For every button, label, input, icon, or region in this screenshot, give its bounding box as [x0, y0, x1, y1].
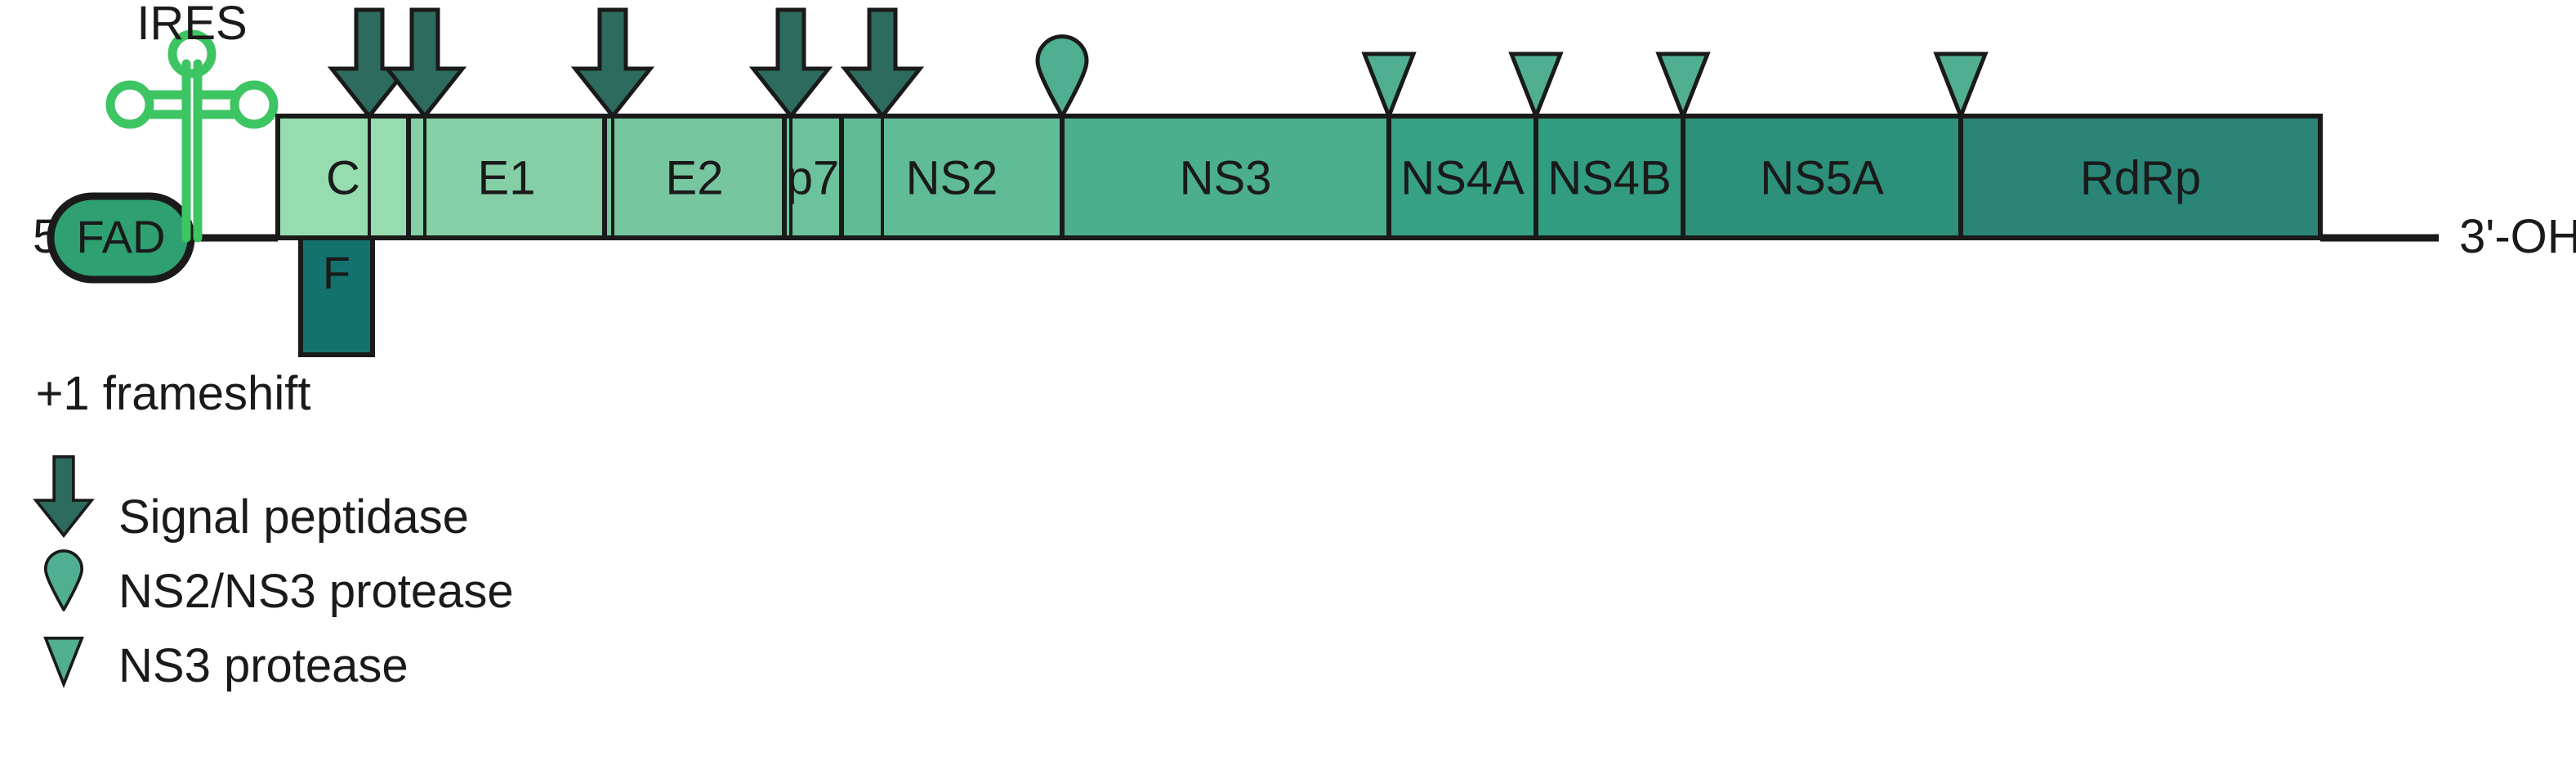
- gene-box-c[interactable]: C: [275, 114, 411, 240]
- gene-box-e1[interactable]: E1: [406, 114, 607, 240]
- signal-peptidase-arrow-4: [840, 7, 925, 120]
- ns3-protease-triangle-7: [1508, 51, 1564, 122]
- ns3-protease-triangle-legend-2: [43, 636, 84, 689]
- gene-label-ns4b: NS4B: [1547, 152, 1672, 205]
- frameshift-rect[interactable]: [298, 235, 375, 357]
- signal-peptidase-arrow-0: [327, 7, 412, 120]
- ns2-ns3-protease-teardrop-5: [1035, 34, 1089, 119]
- gene-label-ns4a: NS4A: [1400, 152, 1525, 205]
- gene-label-ns2: NS2: [906, 152, 998, 205]
- gene-rect-ns4b[interactable]: [1534, 114, 1685, 240]
- fad-cap: FAD: [47, 192, 195, 284]
- ires-stemloop: [105, 29, 279, 243]
- gene-label-e2: E2: [666, 152, 724, 205]
- frameshift-caption: +1 frameshift: [36, 367, 311, 420]
- ns3-protease-triangle-6: [1361, 51, 1417, 122]
- gene-rect-p7[interactable]: [782, 114, 844, 240]
- gene-label-rdrp: RdRp: [2080, 152, 2201, 205]
- legend-label-0: Signal peptidase: [118, 490, 469, 544]
- gene-box-ns4a[interactable]: NS4A: [1386, 114, 1538, 240]
- ires-top-loop: [167, 29, 217, 78]
- terminus-3prime-label: 3'-OH: [2459, 210, 2576, 263]
- gene-box-ns5a[interactable]: NS5A: [1681, 114, 1963, 240]
- frameshift-protein-label: F: [323, 247, 350, 298]
- signal-peptidase-arrow-legend-0: [33, 454, 95, 538]
- ns3-protease-triangle-8: [1655, 51, 1711, 122]
- gene-box-ns3[interactable]: NS3: [1060, 114, 1391, 240]
- gene-label-c: C: [326, 152, 360, 205]
- signal-peptidase-arrow-3: [748, 7, 833, 120]
- legend-label-1: NS2/NS3 protease: [118, 565, 514, 618]
- fad-cap-label: FAD: [77, 211, 166, 262]
- gene-box-ns4b[interactable]: NS4B: [1534, 114, 1685, 240]
- gene-box-ns2[interactable]: NS2: [839, 114, 1065, 240]
- gene-rect-e1[interactable]: [406, 114, 607, 240]
- gene-label-ns3: NS3: [1180, 152, 1272, 205]
- gene-label-ns5a: NS5A: [1760, 152, 1884, 205]
- gene-box-p7[interactable]: p7: [782, 114, 844, 240]
- gene-box-e2[interactable]: E2: [602, 114, 787, 240]
- fad-cap-shape: [47, 192, 195, 284]
- gene-label-p7: p7: [787, 152, 840, 205]
- ns2-ns3-protease-teardrop-legend-1: [43, 549, 84, 611]
- signal-peptidase-arrow-1: [382, 7, 467, 120]
- gene-label-e1: E1: [478, 152, 536, 205]
- frameshift-protein-box[interactable]: F: [298, 235, 375, 357]
- ires-label: IRES: [136, 0, 247, 50]
- ires-right-loop: [230, 80, 279, 129]
- legend-label-2: NS3 protease: [118, 639, 408, 692]
- signal-peptidase-arrow-2: [570, 7, 655, 120]
- gene-box-rdrp[interactable]: RdRp: [1958, 114, 2323, 240]
- ns3-protease-triangle-9: [1933, 51, 1989, 122]
- ires-left-loop: [105, 80, 154, 129]
